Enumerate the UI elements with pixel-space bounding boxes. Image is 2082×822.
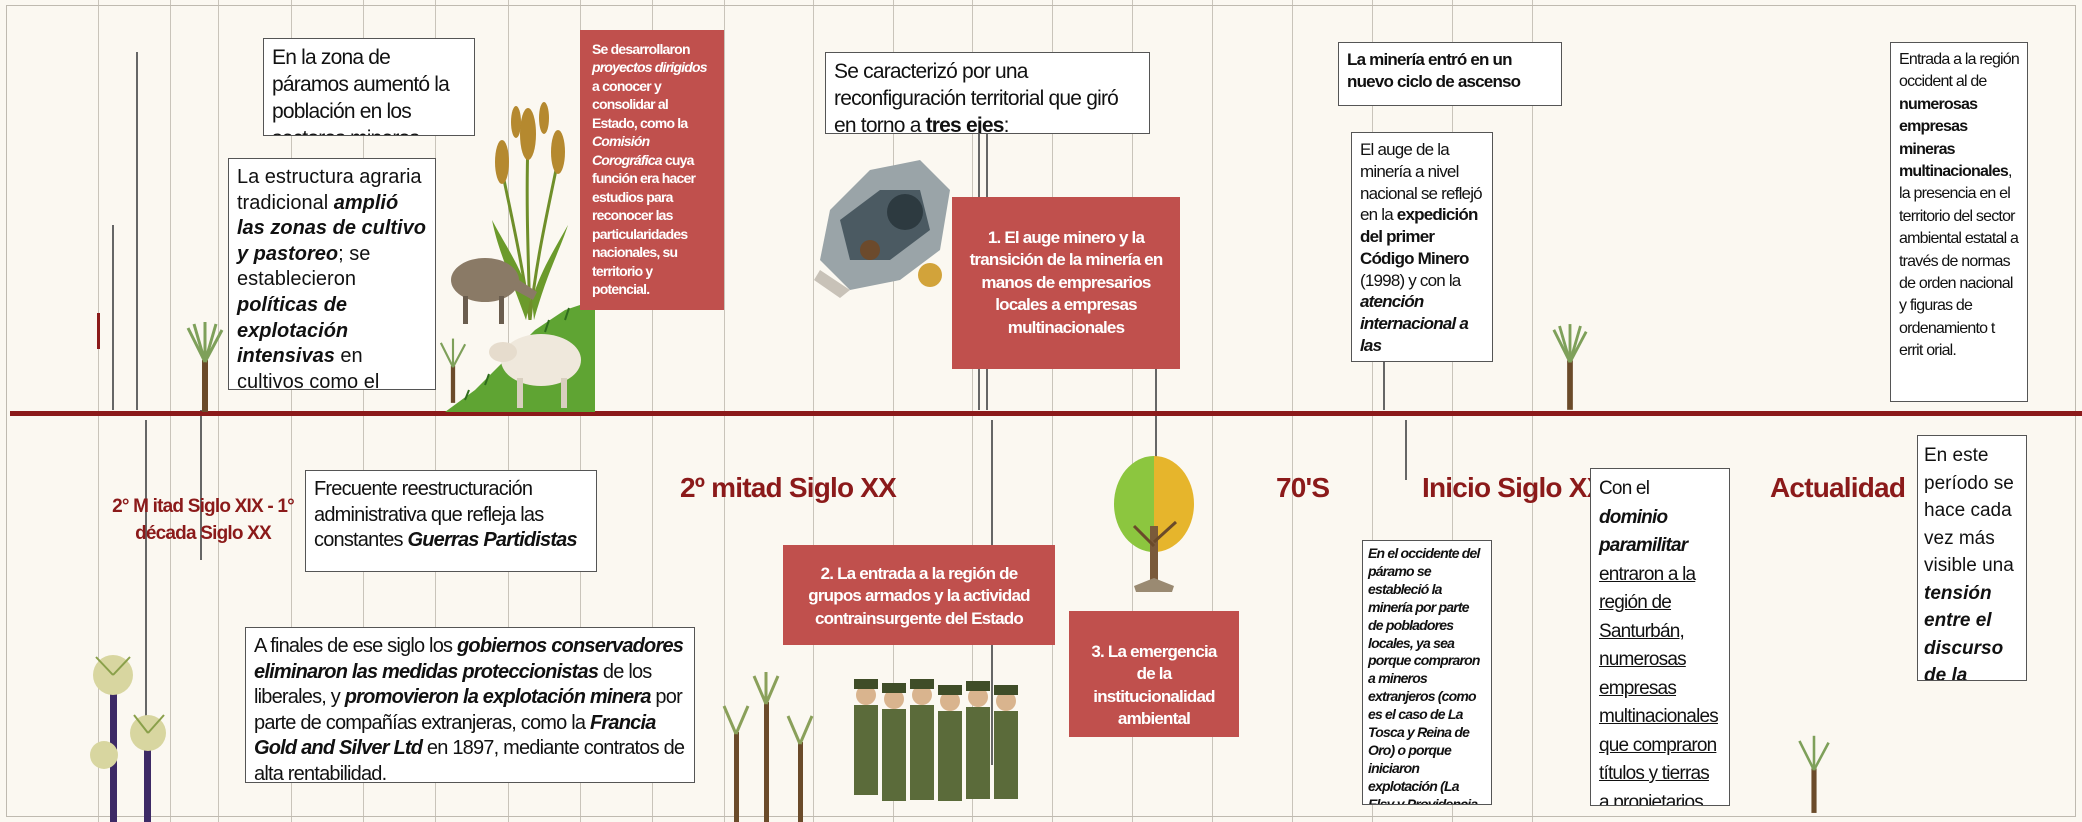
note-codigo-minero: El auge de la minería a nivel nacional s… [1351,132,1493,362]
mining-machine-icon [814,160,950,298]
connector-line [112,225,114,410]
note-paramos-poblacion: En la zona de páramos aumentó la poblaci… [263,38,475,136]
connector-line [1405,420,1407,480]
note-reconfiguracion: Se caracterizó por una reconfiguración t… [825,52,1150,134]
event-auge-minero: 1. El auge minero y la transición de la … [952,197,1180,369]
wheat-plant-icon [492,102,568,320]
note-nuevo-ciclo: La minería entró en un nuevo ciclo de as… [1338,42,1562,106]
note-entrada-multinacionales: Entrada a la región occident al de numer… [1890,42,2028,402]
era-label-70s: 70'S [1276,472,1330,503]
frailejon-plant-icon [439,338,467,403]
event-grupos-armados: 2. La entrada a la región de grupos arma… [783,545,1055,645]
note-gobiernos-conservadores: A finales de ese siglo los gobiernos con… [245,627,695,783]
era-tick [97,313,100,349]
note-dominio-paramilitar: Con el dominio paramilitar entraron a la… [1590,468,1730,806]
frailejon-plant-icon [722,672,814,822]
timeline-axis [10,411,2082,416]
half-green-half-dry-tree-icon [1114,456,1194,592]
era-label-xxi: Inicio Siglo XXI [1422,472,1612,503]
frailejon-plant-icon [186,322,224,412]
frailejon-plant-icon [1552,324,1588,410]
connector-line [200,410,202,560]
connector-line [1155,312,1157,560]
event-proyectos-dirigidos: Se desarrollaron proyectos dirigidos a c… [580,30,724,310]
era-label-xix: 2° M itad Siglo XIX - 1° década Siglo XX [112,496,295,544]
note-estructura-agraria: La estructura agraria tradicional amplió… [228,158,436,390]
note-occidente-paramo: En el occidente del páramo se estableció… [1362,540,1492,805]
connector-line [145,420,147,760]
connector-line [136,52,138,410]
note-tension-conservacion: En este período se hace cada vez más vis… [1917,435,2027,681]
event-institucionalidad-ambiental: 3. La emergencia de la institucionalidad… [1069,611,1239,737]
frailejon-plant-icon [1798,735,1830,813]
soldiers-group-icon [854,679,1018,801]
era-label-actualidad: Actualidad [1770,472,1906,503]
frailejon-plant-icon [90,655,166,822]
note-reestructuracion: Frecuente reestructuración administrativ… [305,470,597,572]
grazing-animals-icon [445,258,595,412]
era-label-xx: 2º mitad Siglo XX [680,472,897,503]
